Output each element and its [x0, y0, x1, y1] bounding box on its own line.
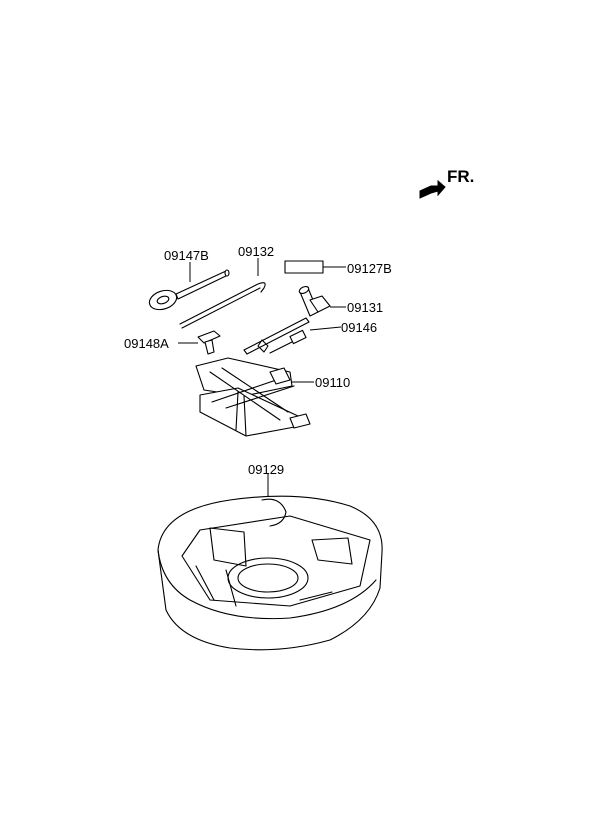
- front-direction-indicator: FR.: [419, 167, 474, 199]
- leader-line-09146: [309, 326, 342, 331]
- socket-adapter: [178, 330, 221, 355]
- tool-tray: [157, 474, 383, 651]
- part-code-09127b: 09127B: [347, 261, 392, 276]
- extension-bar: [257, 326, 342, 354]
- jack-handle-l: [243, 286, 346, 355]
- part-code-09146: 09146: [341, 320, 377, 335]
- part-code-09147b: 09147B: [164, 248, 209, 263]
- front-direction-arrow-icon: [419, 179, 446, 199]
- part-code-09148a: 09148A: [124, 336, 169, 351]
- part-code-09132: 09132: [238, 244, 274, 259]
- part-code-09110: 09110: [315, 375, 350, 390]
- front-direction-label: FR.: [447, 167, 474, 186]
- tire-wrench: [148, 262, 230, 311]
- part-code-09131: 09131: [347, 300, 383, 315]
- part-code-09129: 09129: [248, 462, 284, 477]
- jack-handle: [179, 258, 266, 329]
- label-09127b: [284, 260, 346, 274]
- jack-assembly: [195, 357, 314, 437]
